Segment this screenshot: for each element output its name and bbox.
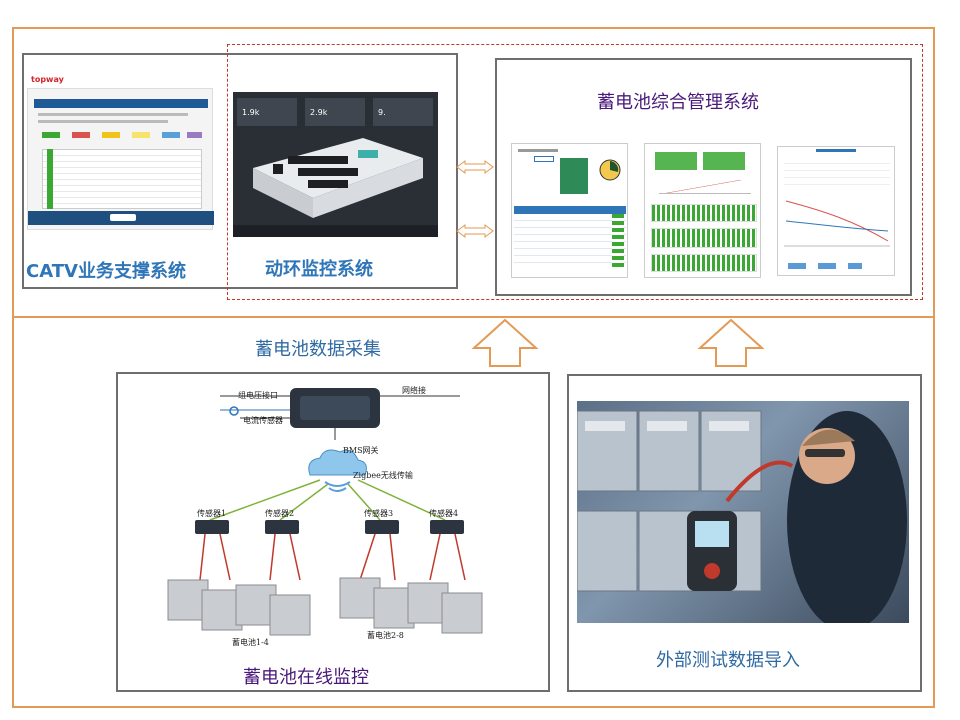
catv-text-line bbox=[38, 113, 188, 116]
env-readout-value: 9. bbox=[378, 108, 386, 117]
catv-title: CATV业务支撑系统 bbox=[26, 261, 186, 282]
label-sensor-3: 传感器3 bbox=[364, 509, 394, 518]
label-sensor-1: 传感器1 bbox=[197, 509, 227, 518]
bar-strip bbox=[651, 254, 757, 272]
env-readout-1 bbox=[237, 98, 297, 126]
label-group-voltage: 组电压接口 bbox=[238, 391, 278, 400]
outer-frame bbox=[12, 27, 935, 708]
label-current-sensor: 电流传感器 bbox=[243, 416, 283, 425]
topway-logo: topway bbox=[31, 75, 64, 84]
mgmt-screenshot-3 bbox=[777, 146, 895, 276]
label-battery-a: 蓄电池1-4 bbox=[232, 638, 269, 647]
label-zigbee: Zigbee无线传输 bbox=[353, 471, 413, 480]
catv-header-bar bbox=[34, 99, 208, 108]
dashed-group-border bbox=[227, 44, 923, 300]
catv-text-line bbox=[38, 120, 168, 123]
label-network: 网络接 bbox=[402, 386, 426, 395]
external-title: 外部测试数据导入 bbox=[656, 650, 800, 671]
env-screenshot: 1.9k 2.9k 9. bbox=[233, 92, 438, 237]
label-sensor-2: 传感器2 bbox=[265, 509, 295, 518]
label-sensor-4: 传感器4 bbox=[429, 509, 459, 518]
server-room-3d bbox=[253, 138, 423, 218]
catv-table bbox=[42, 149, 202, 209]
online-title: 蓄电池在线监控 bbox=[243, 667, 369, 688]
env-readout-value: 1.9k bbox=[242, 108, 260, 117]
gauge-icon bbox=[599, 159, 621, 181]
env-readout-2 bbox=[305, 98, 365, 126]
env-readout-value: 2.9k bbox=[310, 108, 328, 117]
collect-label: 蓄电池数据采集 bbox=[255, 339, 381, 360]
catv-pager bbox=[110, 214, 136, 221]
catv-status-column bbox=[47, 149, 53, 209]
section-divider bbox=[12, 316, 935, 318]
up-arrow-icon bbox=[471, 318, 539, 367]
technician-photo-illustration bbox=[577, 410, 907, 623]
sync-arrow-icon bbox=[456, 224, 494, 238]
catv-button-row bbox=[42, 132, 202, 140]
bms-topology-diagram bbox=[167, 388, 483, 636]
label-battery-b: 蓄电池2-8 bbox=[367, 631, 404, 640]
mgmt-screenshot-2 bbox=[644, 143, 761, 278]
bar-strip bbox=[651, 204, 757, 222]
mgmt-screenshot-1 bbox=[511, 143, 628, 278]
technician-photo bbox=[577, 401, 909, 623]
env-title: 动环监控系统 bbox=[265, 259, 373, 280]
bar-strip bbox=[651, 228, 757, 248]
trend-lines bbox=[784, 200, 890, 247]
mgmt-title: 蓄电池综合管理系统 bbox=[597, 92, 759, 113]
up-arrow-icon bbox=[697, 318, 765, 367]
env-readout-3 bbox=[373, 98, 433, 126]
label-bms-gateway: BMS网关 bbox=[343, 446, 379, 455]
sync-arrow-icon bbox=[456, 160, 494, 174]
catv-screenshot: topway bbox=[27, 75, 214, 230]
env-toolbar bbox=[233, 225, 438, 237]
